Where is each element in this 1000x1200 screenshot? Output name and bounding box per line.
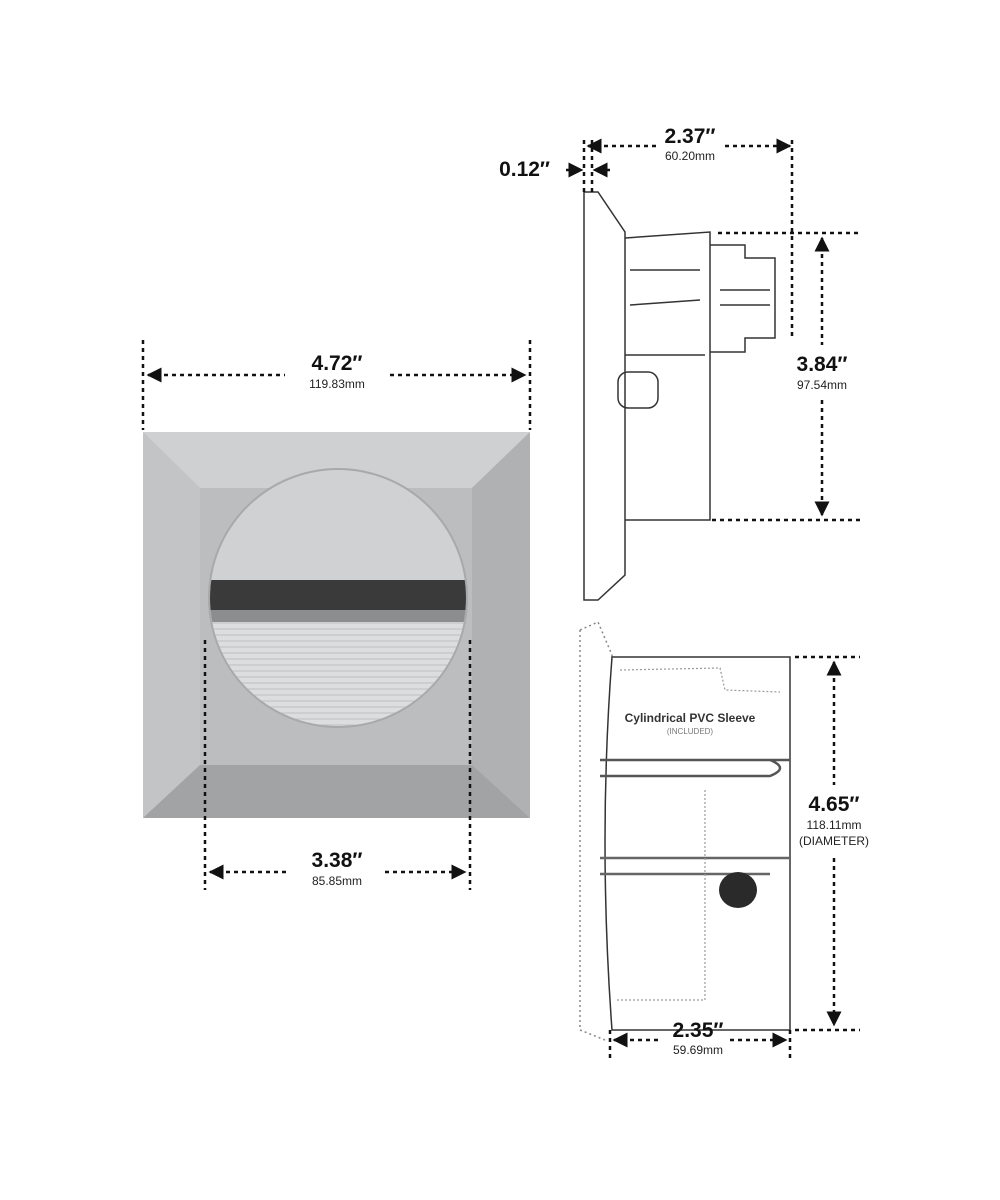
width-inches: 4.72″ [312, 352, 363, 375]
sleeve-note: (INCLUDED) [667, 727, 714, 736]
height-mm: 97.54mm [797, 378, 847, 392]
sleeve-label: Cylindrical PVC Sleeve [625, 711, 756, 725]
front-view: 4.72″ 119.83mm 3.38″ 85.85mm [141, 340, 532, 890]
height-dimension: 3.84″ 97.54mm [712, 231, 860, 522]
diameter-note: (DIAMETER) [799, 834, 869, 848]
light-opening [208, 468, 468, 728]
sleeve-depth-dimension: 2.35″ 59.69mm [608, 1019, 792, 1060]
width-mm: 119.83mm [309, 377, 365, 391]
diameter-dimension: 4.65″ 118.11mm (DIAMETER) [795, 655, 869, 1032]
louver-slot [210, 580, 466, 610]
diameter-inches: 4.65″ [809, 793, 860, 816]
height-inches: 3.84″ [797, 353, 848, 376]
faceplate-inches: 0.12″ [499, 158, 550, 181]
diameter-mm: 118.11mm [807, 818, 862, 832]
depth-mm: 60.20mm [665, 149, 715, 163]
sleeve-depth-inches: 2.35″ [673, 1019, 724, 1042]
sleeve-view: Cylindrical PVC Sleeve (INCLUDED) 4.65″ … [579, 621, 869, 1060]
fixture-side-profile [583, 191, 776, 601]
side-view: 0.12″ 2.37″ 60.20mm 3.84″ 97.54mm [499, 125, 860, 601]
opening-dimension: 3.38″ 85.85mm [203, 640, 472, 890]
depth-dimension: 2.37″ 60.20mm [586, 125, 794, 340]
faceplate-thickness-dimension: 0.12″ [499, 140, 610, 192]
opening-inches: 3.38″ [312, 849, 363, 872]
pvc-sleeve: Cylindrical PVC Sleeve (INCLUDED) [600, 656, 791, 1031]
width-dimension: 4.72″ 119.83mm [141, 340, 532, 430]
knockout-plug [719, 872, 757, 908]
opening-mm: 85.85mm [312, 874, 362, 888]
sleeve-depth-mm: 59.69mm [673, 1043, 723, 1057]
depth-inches: 2.37″ [665, 125, 716, 148]
